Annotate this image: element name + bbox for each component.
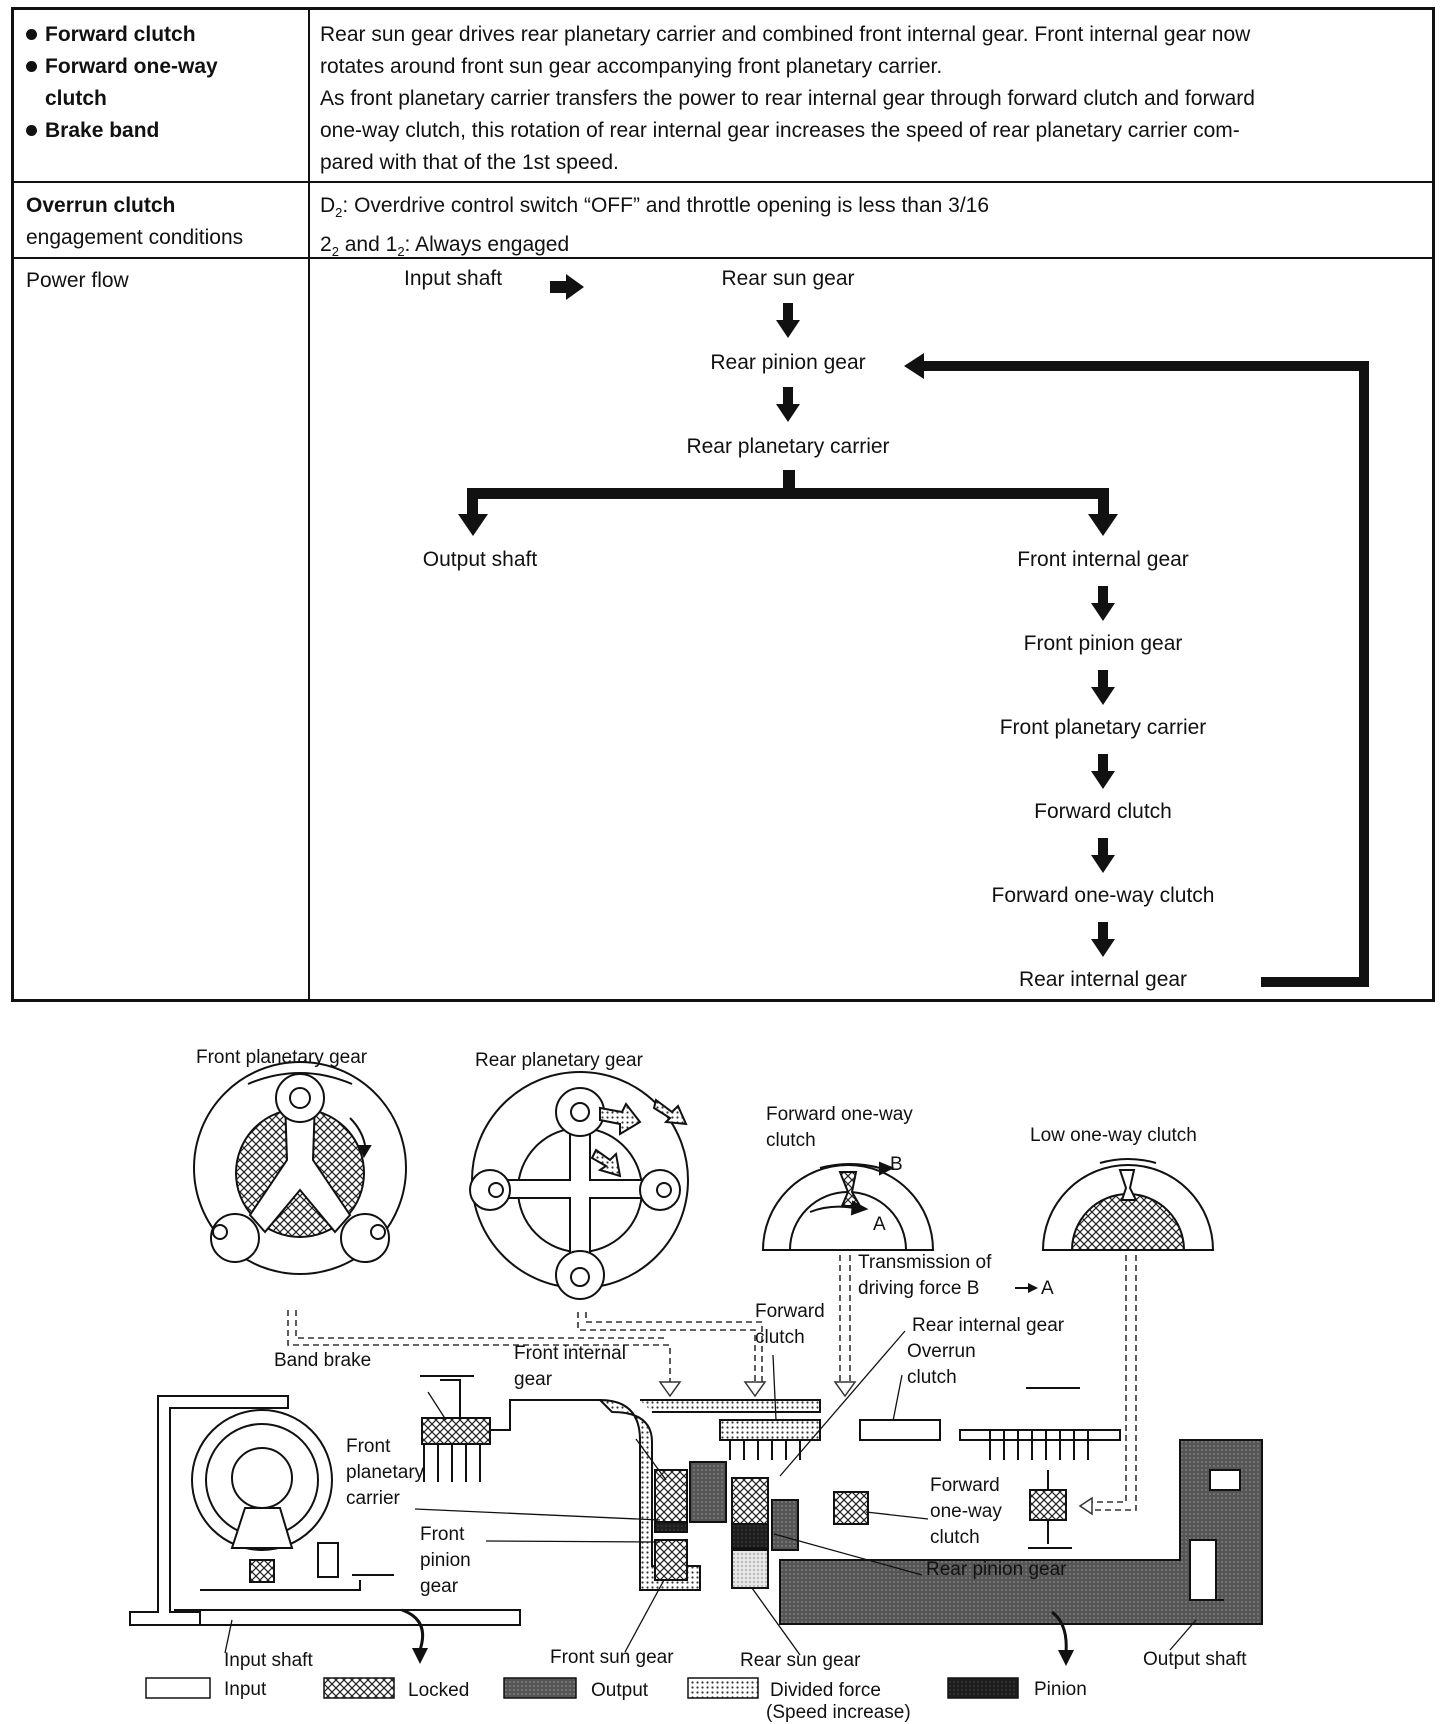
label-front-planetary-carrier: Front <box>346 1436 391 1457</box>
label-transmission: A <box>1041 1278 1054 1299</box>
label-rear-pinion-gear: Rear pinion gear <box>926 1559 1067 1580</box>
flow-forward-clutch: Forward clutch <box>1034 800 1172 823</box>
flow-rear-pinion-gear: Rear pinion gear <box>710 351 866 374</box>
leader-lines <box>224 1330 1197 1656</box>
label-rear-internal-gear: Rear internal gear <box>912 1315 1065 1336</box>
down-arrow-icon <box>1091 586 1115 621</box>
transmission-diagram: Front planetary gear Rear planetary gear… <box>129 1047 1263 1723</box>
dashed-connectors <box>287 1255 1137 1511</box>
legend-swatch-input <box>145 1677 211 1699</box>
row-divider <box>14 257 1432 259</box>
label-output-shaft: Output shaft <box>1143 1649 1247 1670</box>
label-forward-one-way-clutch: Forward one-way <box>766 1104 913 1125</box>
legend-swatch-output <box>503 1677 577 1699</box>
label-forward-one-way-clutch-2: clutch <box>930 1527 980 1548</box>
label-overrun-clutch: clutch <box>907 1367 957 1388</box>
legend-pinion: Pinion <box>1034 1679 1087 1700</box>
flow-output-shaft: Output shaft <box>422 548 538 571</box>
legend-input: Input <box>224 1679 267 1700</box>
down-arrow-icon <box>776 303 800 338</box>
label-front-internal-gear: Front internal <box>514 1343 626 1364</box>
label-mark-a: A <box>873 1214 886 1235</box>
list-item: Forward clutch <box>26 19 218 51</box>
label-transmission: Transmission of <box>858 1252 992 1273</box>
label-forward-one-way-clutch: clutch <box>766 1130 816 1151</box>
flow-front-internal-gear: Front internal gear <box>1017 548 1189 571</box>
down-arrow-icon <box>776 387 800 422</box>
label-forward-one-way-clutch-2: Forward <box>930 1475 1000 1496</box>
down-arrow-icon <box>1091 754 1115 789</box>
dashed-arrowheads <box>658 1381 1093 1516</box>
label-front-planetary-carrier: planetary <box>346 1462 425 1483</box>
label-forward-clutch: Forward <box>755 1301 825 1322</box>
legend-swatch-divided-force <box>687 1677 759 1699</box>
condition-22-12: 22 and 12: Always engaged <box>320 233 570 260</box>
bullet-icon <box>26 29 37 40</box>
label-band-brake: Band brake <box>274 1350 371 1371</box>
flow-rear-internal-gear: Rear internal gear <box>1018 968 1188 991</box>
label-front-pinion-gear: pinion <box>420 1550 471 1571</box>
legend-output: Output <box>591 1680 649 1701</box>
label-front-pinion-gear: Front <box>420 1524 465 1545</box>
label-transmission: driving force B <box>858 1278 979 1299</box>
label-front-pinion-gear: gear <box>420 1576 459 1597</box>
flow-arrows <box>458 274 1369 987</box>
column-divider <box>308 10 310 999</box>
label-front-internal-gear: gear <box>514 1369 553 1390</box>
legend <box>145 1677 1019 1699</box>
overrun-conditions: D2: Overdrive control switch “OFF” and t… <box>320 190 989 268</box>
label-overrun-clutch: Overrun <box>907 1341 976 1362</box>
label-input-shaft: Input shaft <box>224 1650 313 1671</box>
split-arrows <box>458 470 1118 536</box>
label-front-planetary-carrier: carrier <box>346 1488 401 1509</box>
down-arrow-icon <box>1091 670 1115 705</box>
overrun-label: Overrun clutch engagement conditions <box>26 194 244 249</box>
forward-one-way-clutch-figure <box>761 1161 935 1251</box>
legend-divided-force: Divided force <box>770 1680 881 1701</box>
flow-forward-one-way-clutch: Forward one-way clutch <box>991 884 1215 907</box>
label-rear-sun-gear: Rear sun gear <box>740 1650 861 1671</box>
flow-rear-sun-gear: Rear sun gear <box>721 267 855 290</box>
low-one-way-clutch-figure <box>1041 1158 1215 1251</box>
flow-front-pinion-gear: Front pinion gear <box>1023 632 1183 655</box>
down-arrow-icon <box>1091 838 1115 873</box>
right-arrow-icon <box>1015 1283 1038 1293</box>
rear-planetary-gear-figure <box>469 1071 689 1300</box>
label-mark-b: B <box>890 1154 903 1175</box>
label-rear-planetary-gear: Rear planetary gear <box>475 1050 644 1071</box>
flow-front-planetary-carrier: Front planetary carrier <box>999 716 1207 739</box>
condition-d2: D2: Overdrive control switch “OFF” and t… <box>320 194 990 221</box>
description-text: Rear sun gear drives rear planetary carr… <box>320 23 1255 174</box>
legend-swatch-pinion <box>947 1677 1019 1699</box>
label-forward-one-way-clutch-2: one-way <box>930 1501 1002 1522</box>
right-arrow-icon <box>550 274 584 300</box>
feedback-arrow <box>904 353 1369 987</box>
diagram-labels: Front planetary gear Rear planetary gear… <box>196 1047 1247 1671</box>
down-arrow-icon <box>1091 922 1115 957</box>
bullet-icon <box>26 61 37 72</box>
list-item: Brake band <box>26 115 218 147</box>
legend-divided-force: (Speed increase) <box>766 1702 911 1723</box>
transmission-cross-section <box>129 1375 1263 1626</box>
output-arrowheads <box>412 1648 1074 1666</box>
output-rotation-arrows <box>401 1608 1068 1653</box>
label-front-sun-gear: Front sun gear <box>550 1647 674 1668</box>
row-divider <box>14 181 1432 183</box>
front-planetary-gear-figure <box>193 1061 407 1275</box>
legend-swatch-locked <box>323 1677 395 1699</box>
bullet-icon <box>26 125 37 136</box>
label-front-planetary-gear: Front planetary gear <box>196 1047 368 1068</box>
power-flow-label: Power flow <box>26 269 129 292</box>
legend-labels: Input Locked Output Divided force (Speed… <box>224 1679 1087 1723</box>
flow-rear-planetary-carrier: Rear planetary carrier <box>686 435 890 458</box>
legend-locked: Locked <box>408 1680 469 1701</box>
label-forward-clutch: clutch <box>755 1327 805 1348</box>
flow-input-shaft: Input shaft <box>404 267 503 290</box>
label-low-one-way-clutch: Low one-way clutch <box>1030 1125 1197 1146</box>
